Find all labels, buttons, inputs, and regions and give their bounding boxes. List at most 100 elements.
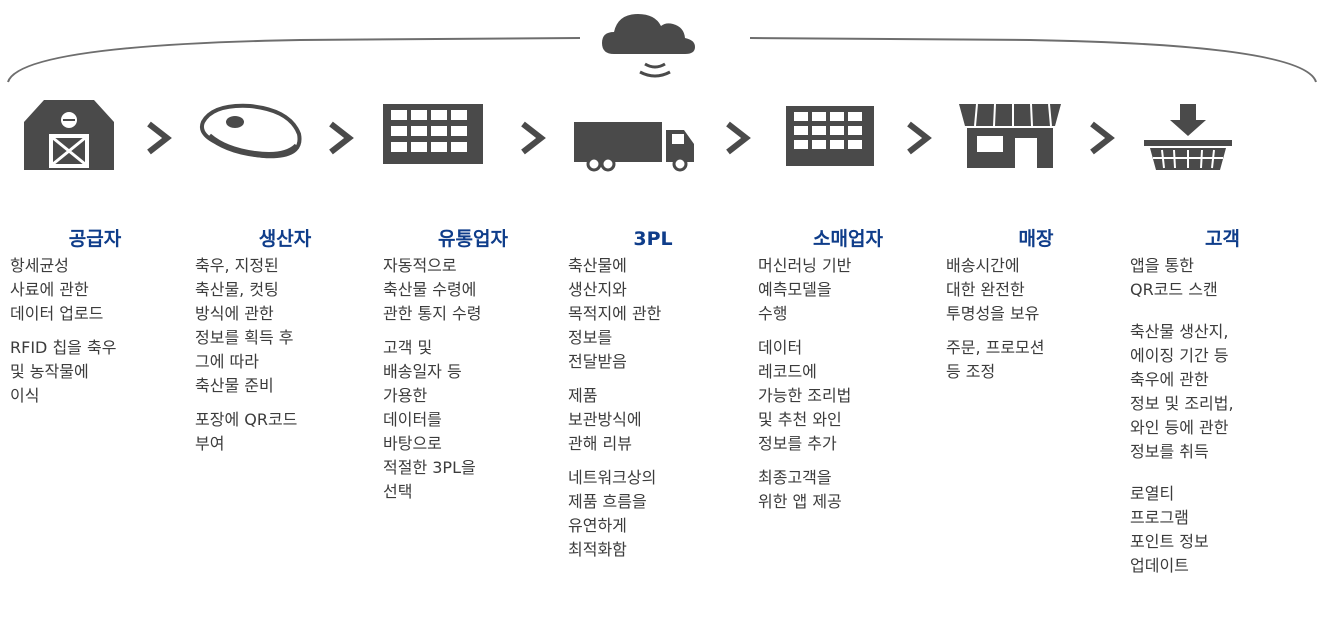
text-line: 가용한	[383, 386, 428, 405]
text-line: 목적지에 관한	[568, 304, 662, 323]
text-line: 생산지와	[568, 280, 627, 299]
column-title: 고객	[1205, 228, 1240, 250]
text-line: 수행	[758, 304, 788, 323]
column-supplier: 공급자 항세균성 사료에 관한 데이터 업로드 RFID 칩을 축우 및 농작물…	[10, 224, 180, 418]
text-line: 포장에 QR코드	[195, 410, 298, 429]
chevron-right-icon	[329, 121, 354, 155]
text-line: 최적화함	[568, 540, 627, 559]
column-title: 생산자	[258, 228, 312, 250]
text-line: 머신러닝 기반	[758, 256, 852, 275]
truck-icon	[574, 122, 694, 172]
text-line: 제품	[568, 386, 598, 405]
text-line: 전달받음	[568, 352, 627, 371]
text-line: 최종고객을	[758, 468, 832, 487]
text-line: 및 추천 와인	[758, 410, 842, 429]
text-line: 부여	[195, 434, 225, 453]
text-line: 정보를 획득 후	[195, 328, 294, 347]
description-paragraph: 고객 및 배송일자 등 가용한 데이터를 바탕으로 적절한 3PL을 선택	[383, 336, 563, 504]
text-line: QR코드 스캔	[1130, 280, 1218, 299]
description-paragraph: 배송시간에 대한 완전한 투명성을 보유	[946, 254, 1126, 326]
text-line: 로열티	[1130, 484, 1175, 503]
chevron-right-icon	[147, 121, 172, 155]
text-line: 주문, 프로모션	[946, 338, 1045, 357]
text-line: 그에 따라	[195, 352, 259, 371]
description-paragraph: 로열티 프로그램 포인트 정보 업데이트	[1130, 482, 1315, 578]
text-line: 자동적으로	[383, 256, 457, 275]
text-line: 정보를	[568, 328, 613, 347]
text-line: 축산물 수령에	[383, 280, 477, 299]
description-paragraph: RFID 칩을 축우 및 농작물에 이식	[10, 336, 180, 408]
text-line: 고객 및	[383, 338, 433, 357]
text-line: 등 조정	[946, 362, 996, 381]
column-title: 매장	[1018, 228, 1054, 250]
text-line: 보관방식에	[568, 410, 642, 429]
column-3pl: 3PL 축산물에 생산지와 목적지에 관한 정보를 전달받음 제품 보관방식에 …	[568, 224, 738, 572]
column-retailer: 소매업자 머신러닝 기반 예측모델을 수행 데이터 레코드에 가능한 조리법 및…	[758, 224, 938, 524]
text-line: 축산물에	[568, 256, 627, 275]
text-line: 항세균성	[10, 256, 69, 275]
text-line: 위한 앱 제공	[758, 492, 842, 511]
column-distributor: 유통업자 자동적으로 축산물 수령에 관한 통지 수령 고객 및 배송일자 등 …	[383, 224, 563, 514]
chevron-right-icon	[521, 121, 546, 155]
text-line: 데이터를	[383, 410, 442, 429]
text-line: 에이징 기간 등	[1130, 346, 1229, 365]
column-store: 매장 배송시간에 대한 완전한 투명성을 보유 주문, 프로모션 등 조정	[946, 224, 1126, 394]
chevron-right-icon	[907, 121, 932, 155]
text-line: 축우에 관한	[1130, 370, 1209, 389]
text-line: 업데이트	[1130, 556, 1189, 575]
description-paragraph: 포장에 QR코드 부여	[195, 408, 375, 456]
column-title: 3PL	[633, 228, 673, 250]
shopping-basket-icon	[1144, 104, 1232, 170]
cloud-arc	[7, 14, 1317, 83]
rfid-tag-icon	[200, 103, 302, 159]
text-line: 방식에 관한	[195, 304, 274, 323]
text-line: 대한 완전한	[946, 280, 1025, 299]
text-line: 축산물 준비	[195, 376, 274, 395]
text-line: 가능한 조리법	[758, 386, 852, 405]
description-paragraph: 제품 보관방식에 관해 리뷰	[568, 384, 738, 456]
description-paragraph: 주문, 프로모션 등 조정	[946, 336, 1126, 384]
text-line: 배송시간에	[946, 256, 1020, 275]
text-line: 포인트 정보	[1130, 532, 1209, 551]
text-line: 투명성을 보유	[946, 304, 1040, 323]
column-title: 소매업자	[813, 228, 883, 250]
retail-building-icon	[786, 106, 874, 166]
store-icon	[959, 103, 1061, 168]
description-paragraph: 최종고객을 위한 앱 제공	[758, 466, 938, 514]
barn-icon	[24, 100, 114, 170]
column-producer: 생산자 축우, 지정된 축산물, 컷팅 방식에 관한 정보를 획득 후 그에 따…	[195, 224, 375, 466]
text-line: RFID 칩을 축우	[10, 338, 117, 357]
text-line: 프로그램	[1130, 508, 1189, 527]
text-line: 바탕으로	[383, 434, 442, 453]
text-line: 축산물 생산지,	[1130, 322, 1229, 341]
description-paragraph: 앱을 통한 QR코드 스캔	[1130, 254, 1315, 302]
text-line: 및 농작물에	[10, 362, 89, 381]
text-line: 정보를 추가	[758, 434, 837, 453]
text-line: 이식	[10, 386, 40, 405]
text-line: 와인 등에 관한	[1130, 418, 1229, 437]
text-line: 적절한 3PL을	[383, 458, 476, 477]
text-line: 관해 리뷰	[568, 434, 632, 453]
cloud-icon	[602, 14, 695, 78]
text-line: 유연하게	[568, 516, 627, 535]
text-line: 축우, 지정된	[195, 256, 279, 275]
description-paragraph: 자동적으로 축산물 수령에 관한 통지 수령	[383, 254, 563, 326]
chevron-right-icon	[1090, 121, 1115, 155]
text-line: 예측모델을	[758, 280, 832, 299]
text-line: 제품 흐름을	[568, 492, 647, 511]
description-paragraph: 축우, 지정된 축산물, 컷팅 방식에 관한 정보를 획득 후 그에 따라 축산…	[195, 254, 375, 398]
text-line: 축산물, 컷팅	[195, 280, 279, 299]
text-line: 레코드에	[758, 362, 817, 381]
description-paragraph: 항세균성 사료에 관한 데이터 업로드	[10, 254, 180, 326]
description-paragraph: 데이터 레코드에 가능한 조리법 및 추천 와인 정보를 추가	[758, 336, 938, 456]
text-line: 네트워크상의	[568, 468, 657, 487]
column-customer: 고객 앱을 통한 QR코드 스캔 축산물 생산지, 에이징 기간 등 축우에 관…	[1130, 224, 1315, 588]
factory-icon	[383, 104, 483, 164]
column-title: 공급자	[68, 228, 122, 250]
chevron-right-icon	[726, 121, 751, 155]
text-line: 배송일자 등	[383, 362, 462, 381]
text-line: 앱을 통한	[1130, 256, 1194, 275]
description-paragraph: 축산물 생산지, 에이징 기간 등 축우에 관한 정보 및 조리법, 와인 등에…	[1130, 320, 1315, 464]
text-line: 정보 및 조리법,	[1130, 394, 1234, 413]
description-paragraph: 네트워크상의 제품 흐름을 유연하게 최적화함	[568, 466, 738, 562]
